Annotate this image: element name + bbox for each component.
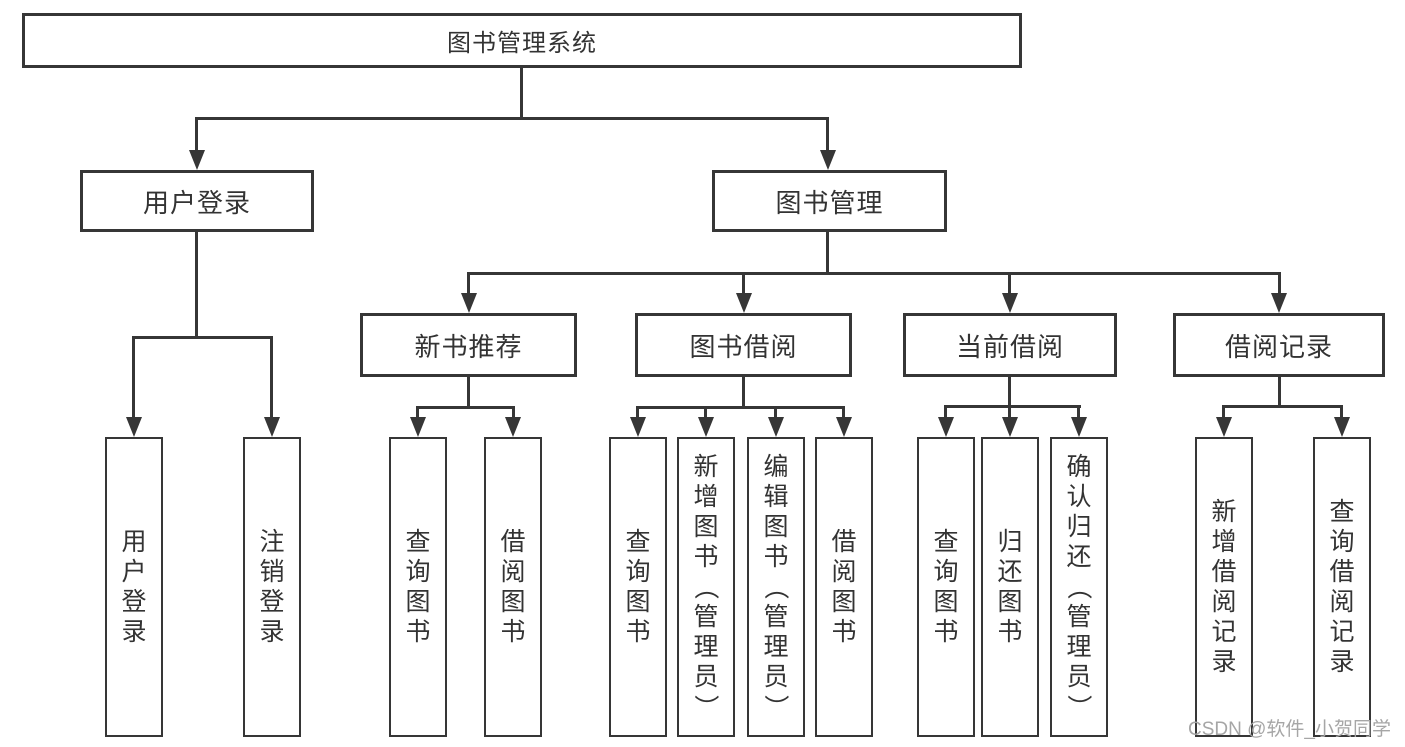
arrow-down-icon <box>736 293 752 313</box>
leaf-add-book-admin: 新增图书（管理员） <box>677 437 735 737</box>
arrow-down-icon <box>768 417 784 437</box>
arrow-down-icon <box>1334 417 1350 437</box>
leaf-borrow-book: 借阅图书 <box>815 437 873 737</box>
connector-line <box>270 336 273 417</box>
node-book-management: 图书管理 <box>712 170 947 232</box>
leaf-query-book-current: 查询图书 <box>917 437 975 737</box>
connector-line <box>1278 377 1281 407</box>
arrow-down-icon <box>938 417 954 437</box>
connector-line <box>195 117 829 120</box>
node-borrowing-records: 借阅记录 <box>1173 313 1385 377</box>
connector-line <box>636 406 639 417</box>
leaf-add-borrow-record: 新增借阅记录 <box>1195 437 1253 737</box>
connector-line <box>742 377 745 409</box>
connector-line <box>742 272 745 294</box>
connector-line <box>195 232 198 339</box>
connector-line <box>1008 377 1011 407</box>
connector-line <box>520 68 523 120</box>
leaf-query-book-recommend: 查询图书 <box>389 437 447 737</box>
connector-line <box>774 406 777 417</box>
connector-line <box>842 406 845 417</box>
connector-line <box>467 272 470 294</box>
arrow-down-icon <box>820 150 836 170</box>
arrow-down-icon <box>836 417 852 437</box>
connector-line <box>1340 405 1343 417</box>
arrow-down-icon <box>189 150 205 170</box>
connector-line <box>944 405 1081 408</box>
connector-line <box>704 406 707 417</box>
connector-line <box>416 406 515 409</box>
connector-line <box>826 232 829 274</box>
connector-line <box>1222 405 1343 408</box>
arrow-down-icon <box>1071 417 1087 437</box>
connector-line <box>1278 272 1281 294</box>
leaf-return-book: 归还图书 <box>981 437 1039 737</box>
arrow-down-icon <box>1002 417 1018 437</box>
arrow-down-icon <box>461 293 477 313</box>
arrow-down-icon <box>410 417 426 437</box>
connector-line <box>1222 405 1225 417</box>
node-current-borrowing: 当前借阅 <box>903 313 1117 377</box>
connector-line <box>195 117 198 151</box>
leaf-borrow-book-recommend: 借阅图书 <box>484 437 542 737</box>
csdn-watermark: CSDN @软件_小贺同学 <box>1188 719 1391 740</box>
arrow-down-icon <box>1216 417 1232 437</box>
arrow-down-icon <box>1271 293 1287 313</box>
connector-line <box>512 406 515 417</box>
connector-line <box>944 405 947 417</box>
connector-line <box>636 406 844 409</box>
node-book-borrowing: 图书借阅 <box>635 313 852 377</box>
node-user-login: 用户登录 <box>80 170 314 232</box>
leaf-edit-book-admin: 编辑图书（管理员） <box>747 437 805 737</box>
connector-line <box>467 377 470 409</box>
leaf-query-book-borrow: 查询图书 <box>609 437 667 737</box>
connector-line <box>1008 405 1011 417</box>
connector-line <box>826 117 829 151</box>
connector-line <box>1008 272 1011 294</box>
arrow-down-icon <box>1002 293 1018 313</box>
arrow-down-icon <box>630 417 646 437</box>
node-library-management-system: 图书管理系统 <box>22 13 1022 68</box>
connector-line <box>467 272 1281 275</box>
node-new-book-recommendation: 新书推荐 <box>360 313 577 377</box>
arrow-down-icon <box>264 417 280 437</box>
arrow-down-icon <box>126 417 142 437</box>
leaf-logout: 注销登录 <box>243 437 301 737</box>
connector-line <box>416 406 419 417</box>
arrow-down-icon <box>698 417 714 437</box>
arrow-down-icon <box>505 417 521 437</box>
connector-line <box>1077 405 1080 417</box>
connector-line <box>132 336 273 339</box>
connector-line <box>132 336 135 417</box>
leaf-confirm-return-admin: 确认归还（管理员） <box>1050 437 1108 737</box>
leaf-user-login: 用户登录 <box>105 437 163 737</box>
leaf-query-borrow-record: 查询借阅记录 <box>1313 437 1371 737</box>
